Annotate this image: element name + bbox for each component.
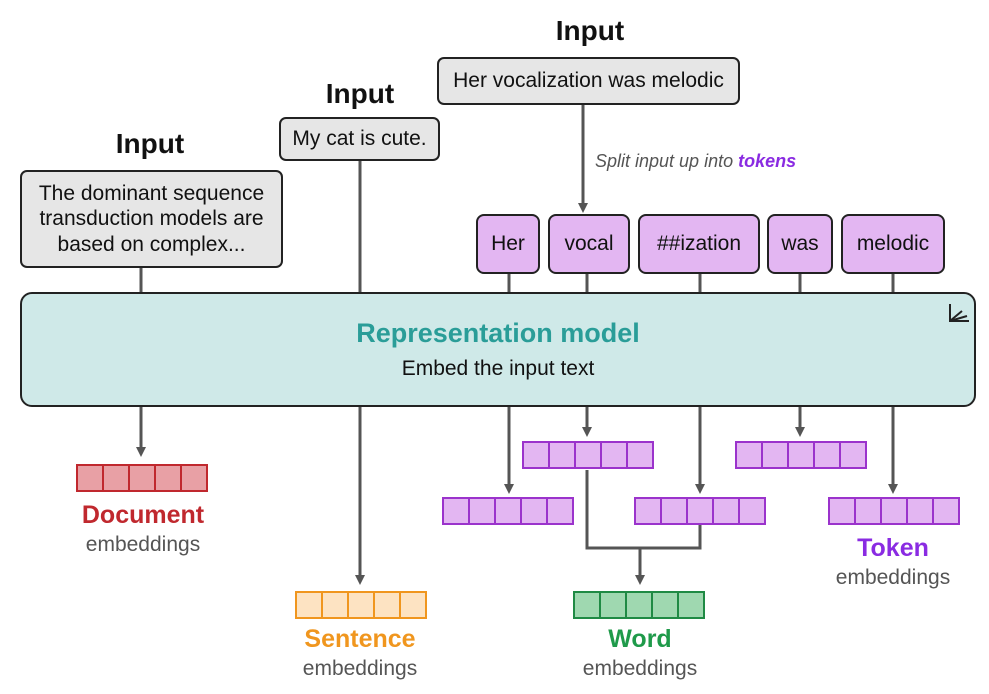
embedding-cell [677, 591, 705, 619]
embedding-cell [651, 591, 679, 619]
embedding-cell [321, 591, 349, 619]
embedding-cell [813, 441, 841, 469]
embedding-cell [102, 464, 130, 492]
embedding-cell [686, 497, 714, 525]
embedding-cell [600, 441, 628, 469]
embedding-cell [839, 441, 867, 469]
ization-token-embedding-bar [634, 497, 766, 525]
melodic-token-embedding-bar [828, 497, 960, 525]
token-input-box: Her vocalization was melodic [437, 57, 740, 105]
embedding-cell [906, 497, 934, 525]
sentence-input-text: My cat is cute. [292, 127, 427, 151]
token-box: was [767, 214, 833, 274]
embedding-cell [787, 441, 815, 469]
sentence-embedding-sub: embeddings [302, 657, 418, 680]
embedding-cell [520, 497, 548, 525]
document-input-box: The dominant sequence transduction model… [20, 170, 283, 268]
embedding-cell [625, 591, 653, 619]
embedding-cell [154, 464, 182, 492]
embedding-cell [468, 497, 496, 525]
split-note-highlight: tokens [738, 151, 797, 171]
embedding-cell [548, 441, 576, 469]
token-input-text: Her vocalization was melodic [453, 69, 724, 93]
embedding-cell [76, 464, 104, 492]
token-box: melodic [841, 214, 945, 274]
embedding-cell [854, 497, 882, 525]
token-box: vocal [548, 214, 630, 274]
token-box: ##ization [638, 214, 760, 274]
sentence-embedding-bar [295, 591, 427, 619]
word-merge-connector [585, 470, 702, 550]
token-embedding-label: Token [857, 534, 929, 562]
embedding-cell [546, 497, 574, 525]
word-embedding-sub: embeddings [582, 657, 698, 680]
embedding-cell [295, 591, 323, 619]
embedding-cell [761, 441, 789, 469]
embedding-cell [738, 497, 766, 525]
embedding-cell [735, 441, 763, 469]
embedding-cell [373, 591, 401, 619]
was-token-embedding-bar [735, 441, 867, 469]
word-embedding-bar [573, 591, 705, 619]
sentence-input-box: My cat is cute. [279, 117, 440, 161]
embedding-cell [180, 464, 208, 492]
axes-icon [949, 304, 969, 322]
embedding-cell [660, 497, 688, 525]
embedding-cell [880, 497, 908, 525]
embedding-cell [442, 497, 470, 525]
embedding-cell [626, 441, 654, 469]
token-embedding-sub: embeddings [835, 566, 951, 589]
model-subtitle: Embed the input text [401, 357, 595, 380]
embedding-cell [828, 497, 856, 525]
document-embedding-sub: embeddings [85, 533, 201, 556]
embedding-cell [599, 591, 627, 619]
embedding-cell [932, 497, 960, 525]
document-embedding-label: Document [81, 501, 205, 529]
embedding-cell [573, 591, 601, 619]
sentence-input-title: Input [325, 78, 395, 109]
document-input-title: Input [115, 128, 185, 159]
document-embedding-bar [76, 464, 208, 492]
embedding-cell [634, 497, 662, 525]
embedding-cell [522, 441, 550, 469]
embedding-cell [399, 591, 427, 619]
model-title: Representation model [356, 318, 640, 348]
split-note-prefix: Split input up into [595, 151, 734, 171]
sentence-embedding-label: Sentence [304, 625, 416, 653]
embedding-cell [347, 591, 375, 619]
embedding-cell [128, 464, 156, 492]
word-embedding-label: Word [608, 625, 672, 653]
representation-model: Representation model Embed the input tex… [20, 292, 976, 407]
vocal-token-embedding-bar [522, 441, 654, 469]
document-input-text: The dominant sequence transduction model… [38, 182, 265, 256]
token-box: Her [476, 214, 540, 274]
embedding-cell [494, 497, 522, 525]
embedding-cell [712, 497, 740, 525]
her-token-embedding-bar [442, 497, 574, 525]
split-note: Split input up into tokens [595, 151, 835, 172]
token-input-title: Input [555, 15, 625, 46]
embedding-cell [574, 441, 602, 469]
